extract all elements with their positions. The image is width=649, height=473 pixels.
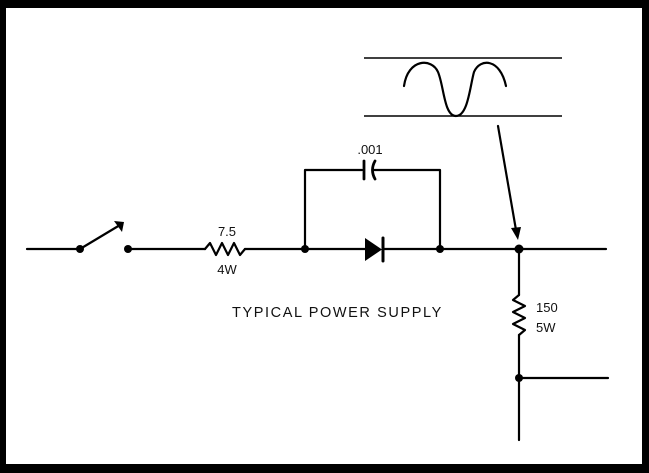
waveform-trace: [402, 61, 508, 118]
capacitor-value: .001: [357, 142, 382, 157]
diode-symbol: [303, 236, 442, 263]
schematic-sheet: [6, 8, 642, 464]
series-resistor-rating: 4W: [217, 262, 237, 277]
wire-capacitor-left: [303, 168, 364, 251]
series-resistor-value: 7.5: [218, 224, 236, 239]
load-resistor-symbol: [511, 293, 527, 337]
load-resistor-rating: 5W: [536, 320, 556, 335]
diagram-caption: TYPICAL POWER SUPPLY: [232, 305, 443, 321]
load-resistor-value: 150: [536, 300, 558, 315]
series-resistor-symbol: [203, 241, 247, 257]
wire-capacitor-right: [371, 168, 442, 251]
switch-symbol: [76, 221, 132, 253]
probe-arrow: [496, 124, 521, 240]
waveform-inset: [364, 57, 562, 118]
